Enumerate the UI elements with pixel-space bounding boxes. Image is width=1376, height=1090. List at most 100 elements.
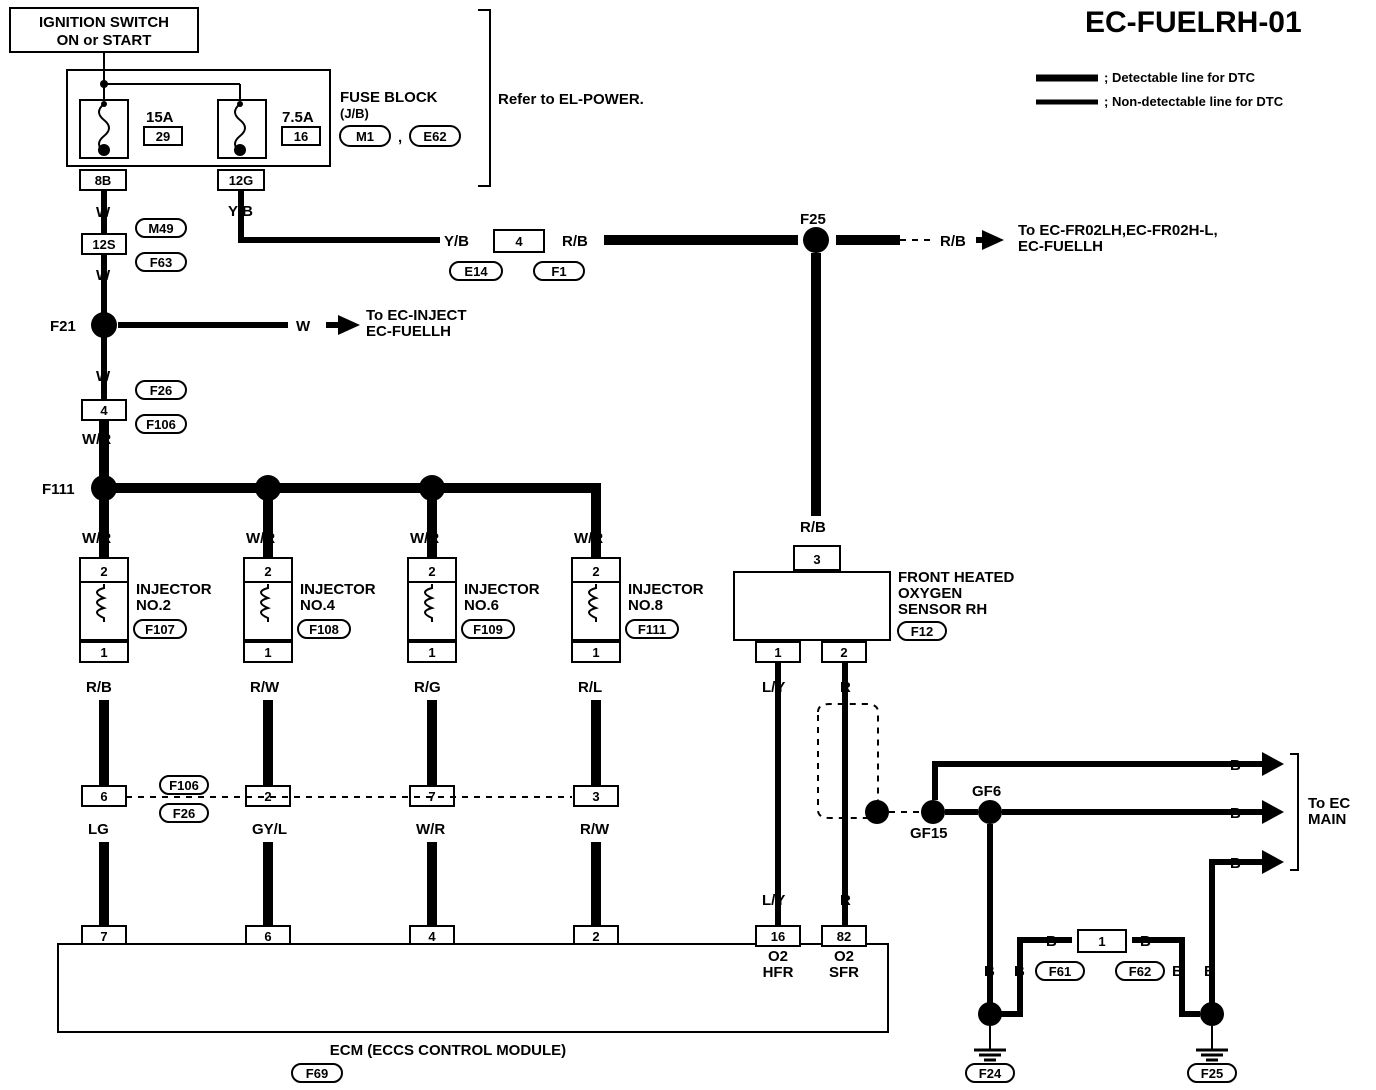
svg-text:F24: F24 xyxy=(979,1066,1002,1081)
svg-text:2: 2 xyxy=(592,929,599,944)
svg-text:W/R: W/R xyxy=(246,530,275,547)
svg-text:F108: F108 xyxy=(309,622,339,637)
fuse-block-conn1: M1 xyxy=(356,129,374,144)
svg-text:O2: O2 xyxy=(834,948,854,965)
injector-pin-bottom xyxy=(407,641,457,663)
svg-text:R/G: R/G xyxy=(414,679,441,696)
svg-text:4: 4 xyxy=(100,403,108,418)
svg-text:F111: F111 xyxy=(638,622,666,637)
svg-text:OXYGEN: OXYGEN xyxy=(898,585,962,602)
injector-pin-top xyxy=(243,557,293,583)
svg-text:1: 1 xyxy=(100,645,107,660)
svg-text:LG: LG xyxy=(88,821,109,838)
svg-text:8B: 8B xyxy=(95,173,112,188)
svg-text:4: 4 xyxy=(515,234,523,249)
svg-text:1: 1 xyxy=(774,645,781,660)
svg-text:R/L: R/L xyxy=(578,679,602,696)
svg-text:12S: 12S xyxy=(92,237,115,252)
svg-text:3: 3 xyxy=(813,552,820,567)
fuse-block-conn2: E62 xyxy=(423,129,446,144)
injector-body xyxy=(79,581,129,641)
svg-text:4: 4 xyxy=(428,929,436,944)
svg-text:GF6: GF6 xyxy=(972,783,1001,800)
svg-text:W/R: W/R xyxy=(82,530,111,547)
svg-text:R: R xyxy=(840,892,851,909)
front-heated-oxygen-sensor-rh xyxy=(733,571,891,641)
svg-text:INJECTOR: INJECTOR xyxy=(628,581,704,598)
svg-text:2: 2 xyxy=(840,645,847,660)
svg-text:6: 6 xyxy=(264,929,271,944)
coil-icon xyxy=(588,584,599,622)
sensor-pin-3 xyxy=(793,545,841,571)
svg-text:F61: F61 xyxy=(1049,964,1071,979)
svg-text:F69: F69 xyxy=(306,1066,328,1081)
arrow-main-3 xyxy=(1262,850,1284,874)
svg-text:F106: F106 xyxy=(169,778,199,793)
ecm-pin-16 xyxy=(755,925,801,947)
junction-gf6 xyxy=(978,800,1002,824)
svg-text:W/R: W/R xyxy=(82,431,111,448)
ecm-name: ECM (ECCS CONTROL MODULE) xyxy=(330,1042,566,1059)
svg-text:B: B xyxy=(1230,805,1241,822)
svg-text:F21: F21 xyxy=(50,318,76,335)
svg-text:W: W xyxy=(96,267,111,284)
svg-text:B: B xyxy=(1230,855,1241,872)
svg-text:F12: F12 xyxy=(911,624,933,639)
fuse-29-element xyxy=(98,103,110,153)
junction-f25 xyxy=(803,227,829,253)
svg-text:6: 6 xyxy=(100,789,107,804)
svg-text:Y/B: Y/B xyxy=(228,203,253,220)
svg-text:R: R xyxy=(840,679,851,696)
fuse-block-sub: (J/B) xyxy=(340,106,369,121)
svg-text:2: 2 xyxy=(264,564,271,579)
svg-text:82: 82 xyxy=(837,929,851,944)
svg-text:B: B xyxy=(1230,757,1241,774)
svg-text:B: B xyxy=(984,963,995,980)
fuse2-num: 16 xyxy=(294,129,308,144)
fuse-16-element xyxy=(234,103,246,153)
svg-text:B: B xyxy=(1014,963,1025,980)
svg-text:1: 1 xyxy=(264,645,271,660)
coil-icon xyxy=(424,584,435,622)
svg-text:F109: F109 xyxy=(473,622,503,637)
svg-text:NO.2: NO.2 xyxy=(136,597,171,614)
arrow-to-fr02lh xyxy=(982,230,1004,250)
svg-text:R/W: R/W xyxy=(580,821,610,838)
injector-body xyxy=(571,581,621,641)
inline-connector xyxy=(573,785,619,807)
junction-f21 xyxy=(91,312,117,338)
svg-text:1: 1 xyxy=(592,645,599,660)
ignition-switch-box xyxy=(9,7,199,53)
svg-text:W/R: W/R xyxy=(410,530,439,547)
injector-body xyxy=(243,581,293,641)
svg-text:F63: F63 xyxy=(150,255,172,270)
svg-text:,: , xyxy=(398,129,402,146)
svg-text:B: B xyxy=(1172,963,1183,980)
svg-text:R/W: R/W xyxy=(250,679,280,696)
svg-text:F1: F1 xyxy=(551,264,566,279)
injector-pin-top xyxy=(79,557,129,583)
injector-pin-bottom xyxy=(79,641,129,663)
svg-text:2: 2 xyxy=(100,564,107,579)
svg-text:Y/B: Y/B xyxy=(444,233,469,250)
svg-text:HFR: HFR xyxy=(763,964,794,981)
fuse1-amp: 15A xyxy=(146,109,174,126)
svg-text:NO.4: NO.4 xyxy=(300,597,336,614)
svg-text:W/R: W/R xyxy=(416,821,445,838)
coil-icon xyxy=(260,584,271,622)
svg-text:F111: F111 xyxy=(42,481,75,498)
ignition-line2: ON or START xyxy=(57,32,152,49)
svg-text:R/B: R/B xyxy=(800,519,826,536)
arrow-main-1 xyxy=(1262,752,1284,776)
fuse-block-name: FUSE BLOCK xyxy=(340,89,438,106)
svg-text:EC-FUELLH: EC-FUELLH xyxy=(366,323,451,340)
svg-text:SFR: SFR xyxy=(829,964,859,981)
fuse1-num: 29 xyxy=(156,129,170,144)
svg-text:R/B: R/B xyxy=(562,233,588,250)
svg-text:L/Y: L/Y xyxy=(762,892,785,909)
legend-non-detectable-text: ; Non-detectable line for DTC xyxy=(1104,94,1284,109)
svg-text:3: 3 xyxy=(592,789,599,804)
